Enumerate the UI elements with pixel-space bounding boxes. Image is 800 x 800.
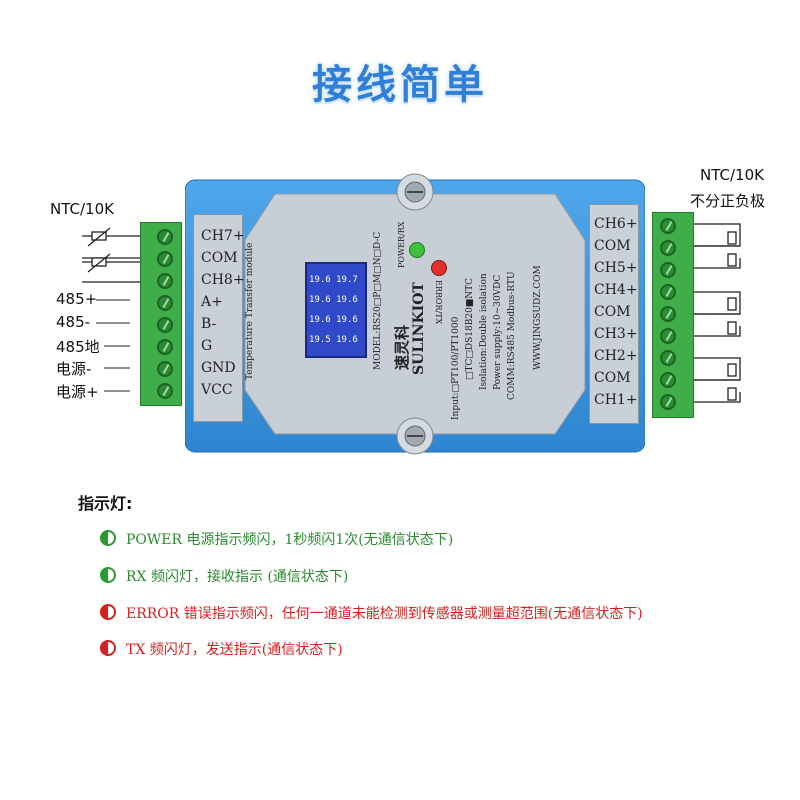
right-ntc-label: NTC/10K	[700, 166, 764, 184]
lcd-value: 19.6	[309, 315, 331, 325]
terminal-screw	[157, 339, 173, 355]
terminal-screw	[660, 262, 676, 278]
error-tx-led	[431, 260, 447, 276]
right-terminal-ch3p: CH3+	[594, 326, 638, 342]
lcd-value: 19.6	[336, 335, 358, 345]
terminal-screw	[157, 273, 173, 289]
right-terminal-com: COM	[594, 370, 631, 386]
brand-cn-text: 速灵科	[393, 324, 411, 370]
terminal-screw	[157, 229, 173, 245]
lcd-display: 19.6 19.7 19.6 19.6 19.6 19.6 19.5 19.6	[305, 262, 367, 358]
terminal-screw	[660, 328, 676, 344]
terminal-screw	[157, 361, 173, 377]
led2-label: ERROR/TX	[434, 280, 443, 325]
page-title: 接线简单	[312, 62, 488, 108]
right-terminal-com: COM	[594, 238, 631, 254]
module-name-text: Temperature Transfer module	[245, 242, 255, 380]
left-lead-lines	[96, 299, 130, 392]
legend-rx: RX 频闪灯，接收指示 (通信状态下)	[126, 569, 349, 585]
terminal-screw	[660, 284, 676, 300]
power-led-icon	[100, 530, 116, 546]
left-terminal-ap: A+	[201, 294, 223, 310]
legend-tx: TX 频闪灯，发送指示(通信状态下)	[126, 642, 343, 658]
right-polarity-label: 不分正负极	[690, 192, 766, 210]
left-terminal-ch7p: CH7+	[201, 228, 245, 244]
tx-led-icon	[100, 640, 116, 656]
legend-power: POWER 电源指示频闪，1秒频闪1次(无通信状态下)	[126, 532, 454, 548]
right-terminal-ch1p: CH1+	[594, 392, 638, 408]
legend-error: ERROR 错误指示频闪，任何一通道未能检测到传感器或测量超范围(无通信状态下)	[126, 606, 643, 622]
error-led-icon	[100, 604, 116, 620]
terminal-screw	[660, 240, 676, 256]
rx-led-icon	[100, 567, 116, 583]
input-text-2: □TC□DS18B20■NTC	[465, 277, 475, 380]
terminal-screw	[157, 317, 173, 333]
isolation-text: Isolation:Double isolation	[479, 273, 489, 390]
left-terminal-com: COM	[201, 250, 238, 266]
left-label-power-neg: 电源-	[56, 360, 92, 378]
lcd-value: 19.6	[336, 315, 358, 325]
input-text: Input:□PT100/PT1000	[451, 316, 461, 420]
lcd-value: 19.6	[309, 295, 331, 305]
left-terminal-vcc: VCC	[201, 382, 233, 398]
lcd-value: 19.6	[309, 275, 331, 285]
lcd-value: 19.5	[309, 335, 331, 345]
left-terminal-ch8p: CH8+	[201, 272, 245, 288]
left-terminal-gnd: GND	[201, 360, 236, 376]
left-terminal-g: G	[201, 338, 213, 354]
led1-label: POWER/RX	[397, 221, 406, 268]
brand-en-text: SULINKIOT	[411, 282, 427, 375]
left-terminal-bn: B-	[201, 316, 217, 332]
right-terminal-ch5p: CH5+	[594, 260, 638, 276]
power-rx-led	[409, 242, 425, 258]
website-text: WWW.JINGSUDZ.COM	[533, 265, 543, 370]
terminal-screw	[157, 251, 173, 267]
right-label-panel	[589, 204, 639, 424]
legend-heading: 指示灯:	[78, 494, 133, 513]
right-thermistor-symbols	[690, 223, 741, 403]
lcd-value: 19.6	[336, 295, 358, 305]
left-ntc-label: NTC/10K	[50, 200, 114, 218]
transmitter-module: 19.6 19.7 19.6 19.6 19.6 19.6 19.5 19.6 …	[185, 170, 645, 460]
left-label-panel	[193, 214, 243, 422]
terminal-screw	[157, 295, 173, 311]
left-label-485p: 485+	[56, 290, 98, 308]
left-terminal-block	[140, 222, 182, 406]
comm-text: COMM:RS485 Modbus-RTU	[507, 271, 517, 400]
terminal-screw	[660, 218, 676, 234]
right-terminal-ch6p: CH6+	[594, 216, 638, 232]
terminal-screw	[660, 306, 676, 322]
model-text: MODEL:RS20□P□M□N□D-C	[373, 231, 383, 370]
left-label-485g: 485地	[56, 338, 100, 356]
lcd-value: 19.7	[336, 275, 358, 285]
right-terminal-ch4p: CH4+	[594, 282, 638, 298]
terminal-screw	[660, 350, 676, 366]
terminal-screw	[660, 394, 676, 410]
left-thermistor-symbols	[82, 227, 140, 283]
left-label-485n: 485-	[56, 313, 91, 331]
terminal-screw	[660, 372, 676, 388]
terminal-screw	[157, 383, 173, 399]
right-terminal-ch2p: CH2+	[594, 348, 638, 364]
power-supply-text: Power supply:10~30VDC	[493, 274, 503, 390]
left-label-power-pos: 电源+	[56, 383, 99, 401]
right-terminal-com: COM	[594, 304, 631, 320]
